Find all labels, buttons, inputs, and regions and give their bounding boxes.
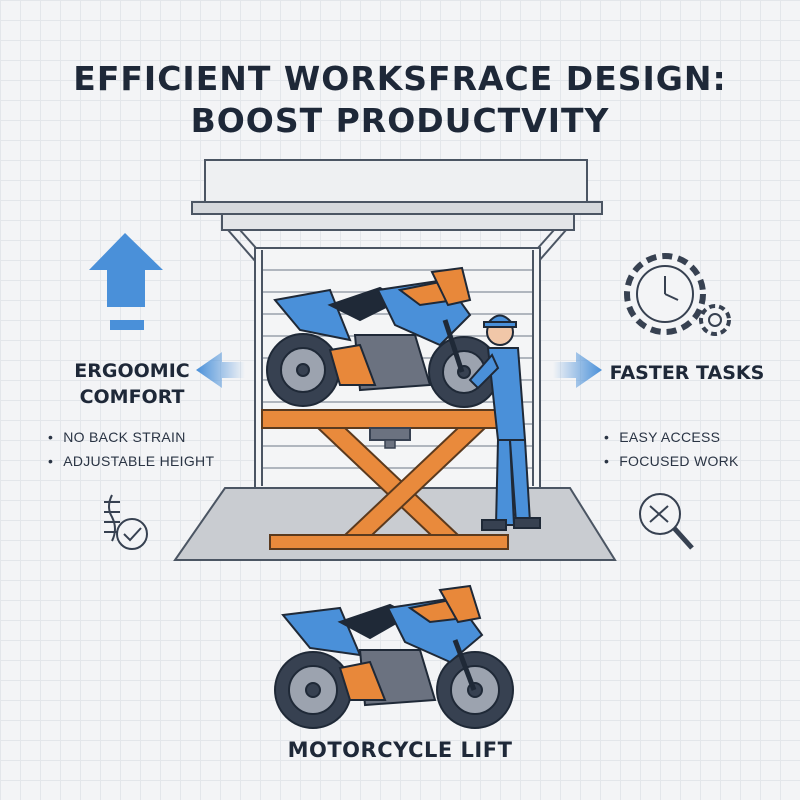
page-title: EFFICIENT WORKSFRACE DESIGN: BOOST PRODU… [0, 58, 800, 142]
garage-roof [204, 159, 588, 205]
left-heading-line-2: COMFORT [79, 386, 185, 408]
title-line-2: BOOST PRODUCTVITY [190, 101, 610, 140]
garage-beam [191, 201, 603, 215]
list-item: NO BACK STRAIN [48, 425, 214, 449]
gear-clock-icon [624, 253, 731, 336]
right-arrow-icon [553, 352, 602, 388]
spine-check-icon [104, 494, 148, 550]
right-bullets: EASY ACCESS FOCUSED WORK [604, 425, 739, 473]
list-item: EASY ACCESS [604, 425, 739, 449]
bottom-label: MOTORCYCLE LIFT [287, 738, 513, 762]
lift-scissor [261, 409, 513, 550]
left-bullets: NO BACK STRAIN ADJUSTABLE HEIGHT [48, 425, 214, 473]
title-line-1: EFFICIENT WORKSFRACE DESIGN: [73, 59, 727, 98]
lift-motorcycle [266, 266, 500, 408]
left-arrow-icon [196, 352, 245, 388]
list-item: FOCUSED WORK [604, 449, 739, 473]
right-heading: FASTER TASKS [609, 362, 765, 384]
list-item: ADJUSTABLE HEIGHT [48, 449, 214, 473]
magnifier-tools-icon [639, 493, 694, 550]
left-heading: ERGOOMIC COMFORT [52, 358, 212, 410]
up-arrow-icon [89, 233, 163, 330]
left-heading-line-1: ERGOOMIC [74, 360, 190, 382]
bottom-motorcycle [274, 584, 514, 729]
mechanic [468, 314, 541, 531]
